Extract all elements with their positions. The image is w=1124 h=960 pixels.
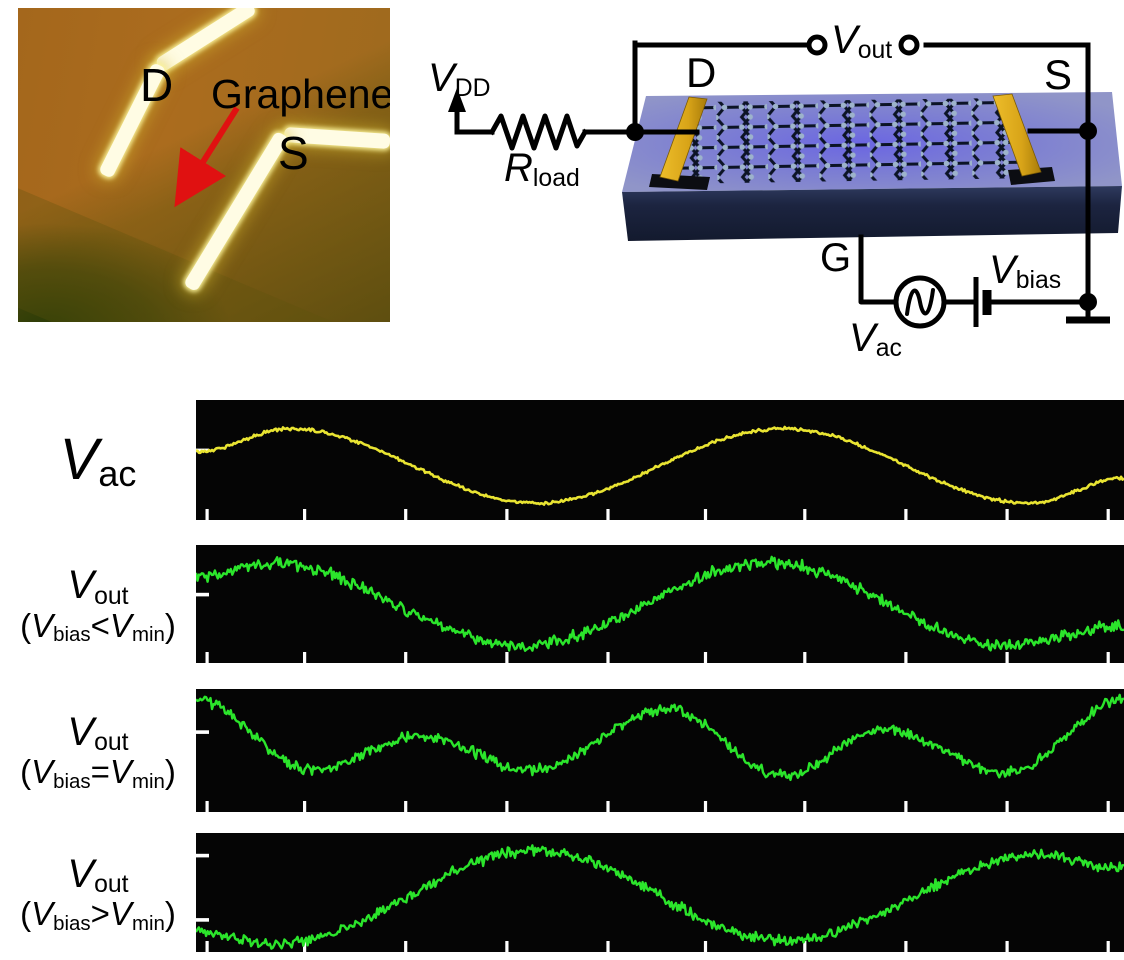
battery-symbol xyxy=(973,277,992,327)
micrograph-image: D Graphene S xyxy=(18,8,390,322)
trace-label-vout-gt: Vout (Vbias>Vmin) xyxy=(20,851,176,935)
vdd-label: VDD xyxy=(428,56,491,103)
oscilloscope-trace-vout-eq xyxy=(196,689,1124,812)
micrograph-label-s: S xyxy=(278,127,309,179)
ac-source-symbol xyxy=(893,275,947,329)
gate-label: G xyxy=(820,236,852,280)
node-dot xyxy=(626,123,644,141)
micrograph-label-graphene: Graphene xyxy=(211,71,390,117)
drain-label: D xyxy=(686,49,717,96)
resistor-zigzag xyxy=(488,113,589,151)
vac-label: Vac xyxy=(849,316,902,363)
node-dot xyxy=(1079,122,1097,140)
trace-label-vac: Vac xyxy=(59,426,137,495)
oscilloscope-trace-vout-gt xyxy=(196,833,1124,952)
rload-label: Rload xyxy=(504,146,580,193)
ground-symbol xyxy=(1066,302,1110,324)
vdd-arrowhead xyxy=(448,88,466,112)
circuit-wires xyxy=(454,40,1091,305)
oscilloscope-trace-vout-lt xyxy=(196,545,1124,663)
graphene-device-3d xyxy=(622,92,1122,241)
circuit-diagram: VDD Rload Vout D S G Vac Vbias xyxy=(0,0,1124,398)
graphene-pointer-arrow xyxy=(174,106,240,208)
vbias-label: Vbias xyxy=(989,248,1062,295)
source-label: S xyxy=(1044,51,1073,98)
trace-label-vout-lt: Vout (Vbias<Vmin) xyxy=(20,563,176,647)
vout-terminal xyxy=(806,34,828,56)
trace-label-vout-eq: Vout (Vbias=Vmin) xyxy=(20,709,176,793)
oscilloscope-trace-vac xyxy=(196,400,1124,520)
vout-label: Vout xyxy=(831,18,893,65)
drain-electrode xyxy=(649,96,710,190)
vout-terminal xyxy=(898,34,920,56)
micrograph-label-d: D xyxy=(140,59,174,111)
source-electrode xyxy=(992,93,1055,185)
